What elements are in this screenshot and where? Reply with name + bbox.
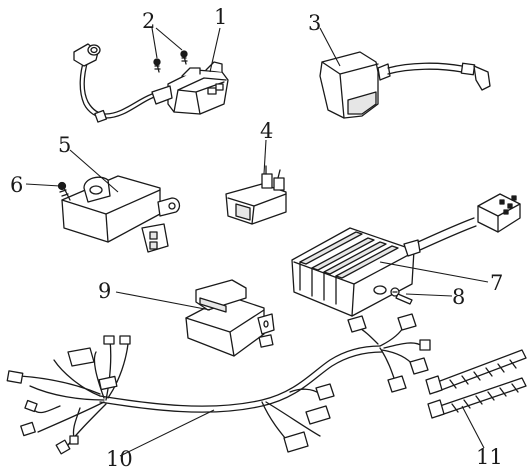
ignition-coil <box>73 43 229 123</box>
starter-relay <box>225 165 287 225</box>
wiring-harness <box>6 313 431 455</box>
callout-11: 11 <box>476 445 503 469</box>
callout-5: 5 <box>58 133 71 157</box>
regulator-rectifier <box>291 193 521 317</box>
cdi-unit <box>319 51 491 119</box>
flasher-relay <box>185 279 275 357</box>
regulator-screw <box>390 287 413 305</box>
callout-1: 1 <box>214 5 227 29</box>
module-screw <box>57 181 71 201</box>
control-module <box>61 175 181 253</box>
callout-3: 3 <box>308 11 321 35</box>
callout-7: 7 <box>490 271 503 295</box>
cable-ties <box>425 349 527 419</box>
leader-lines <box>25 27 489 457</box>
callout-9: 9 <box>98 279 111 303</box>
callout-labels: 1 2 3 4 5 6 7 8 9 10 11 <box>10 5 503 471</box>
coil-screws <box>153 50 188 73</box>
callout-6: 6 <box>10 173 23 197</box>
callout-10: 10 <box>106 447 133 471</box>
callout-8: 8 <box>452 285 465 309</box>
callout-2: 2 <box>142 9 155 33</box>
callout-4: 4 <box>260 119 273 143</box>
